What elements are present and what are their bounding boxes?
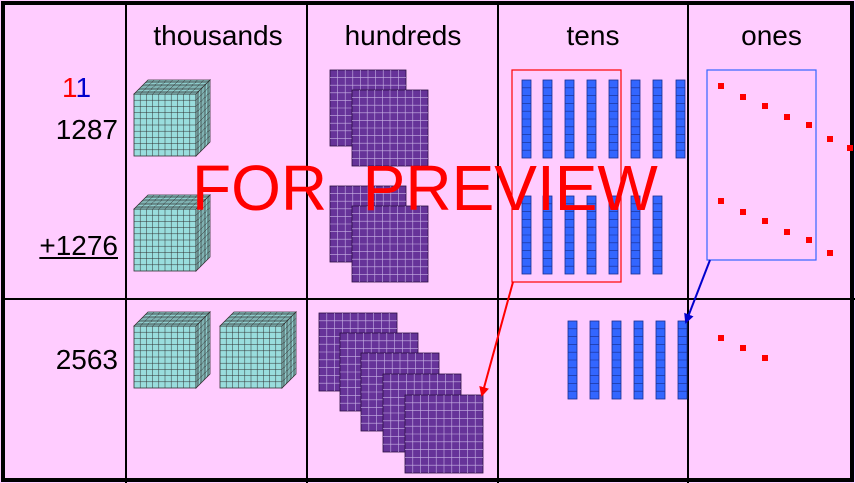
header-hundreds: hundreds [308, 22, 498, 50]
carry-digit-tens: 1 [76, 72, 92, 103]
tens-blocks [512, 70, 687, 399]
one-unit [806, 122, 812, 128]
one-unit [784, 114, 790, 120]
thousand-cube [134, 80, 210, 156]
one-unit [740, 209, 746, 215]
one-unit [762, 355, 768, 361]
thousands-blocks [134, 80, 296, 388]
carry-digits: 11 [62, 74, 91, 102]
watermark-text: FOR PREVIEW [192, 156, 658, 220]
addend-2: +1276 [26, 232, 118, 260]
ten-rod [631, 80, 640, 158]
ten-rod [568, 321, 577, 399]
one-unit [827, 250, 833, 256]
sum: 2563 [46, 346, 118, 374]
one-unit [827, 136, 833, 142]
ten-rod [565, 80, 574, 158]
one-unit [718, 198, 724, 204]
header-ones: ones [688, 22, 855, 50]
header-thousands: thousands [128, 22, 308, 50]
regroup-box-ones [707, 70, 816, 260]
ten-rod [634, 321, 643, 399]
hundred-flat [405, 395, 483, 473]
thousand-cube [134, 312, 210, 388]
hundreds-blocks [319, 70, 483, 473]
ten-rod [656, 321, 665, 399]
ten-rod [612, 321, 621, 399]
ten-rod [587, 80, 596, 158]
one-unit [740, 94, 746, 100]
carry-digit-thousands: 1 [62, 72, 76, 103]
regroup-arrow-ones [686, 260, 710, 322]
ones-blocks [707, 70, 853, 361]
header-tens: tens [498, 22, 688, 50]
one-unit [847, 145, 853, 151]
one-unit [718, 83, 724, 89]
thousand-cube [220, 312, 296, 388]
ten-rod [676, 80, 685, 158]
ten-rod [609, 80, 618, 158]
one-unit [806, 237, 812, 243]
ten-rod [653, 80, 662, 158]
one-unit [740, 345, 746, 351]
one-unit [718, 335, 724, 341]
ten-rod [678, 321, 687, 399]
ten-rod [590, 321, 599, 399]
addend-1: 1287 [46, 116, 118, 144]
ten-rod [522, 80, 531, 158]
ten-rod [543, 80, 552, 158]
one-unit [762, 103, 768, 109]
one-unit [762, 218, 768, 224]
one-unit [784, 229, 790, 235]
